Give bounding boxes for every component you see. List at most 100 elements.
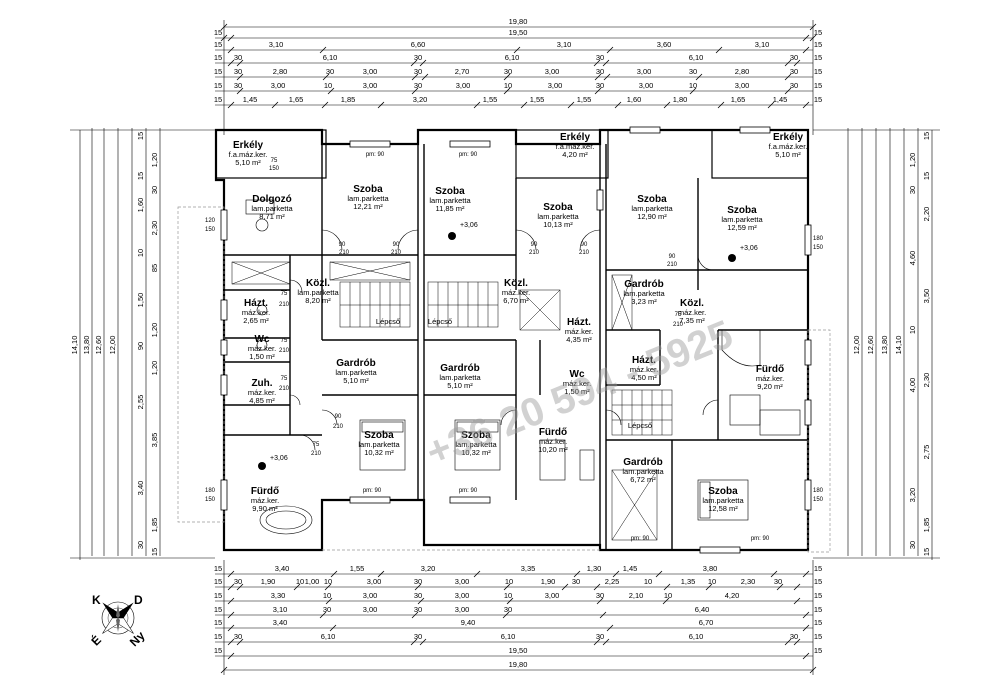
room-name: Szoba xyxy=(364,430,394,441)
room-area: 12,21 m² xyxy=(353,202,383,211)
room-area: 5,10 m² xyxy=(775,150,801,159)
dimension-label: 10 xyxy=(296,577,304,586)
dimension-label: 15 xyxy=(814,53,822,62)
svg-text:150: 150 xyxy=(269,166,280,172)
compass-e-label: É xyxy=(88,632,104,648)
room-floor: lam.parketta xyxy=(702,496,744,505)
dimension-label: 30 xyxy=(774,577,782,586)
dimension-label: 6,10 xyxy=(505,53,520,62)
dimension-label: 3,35 xyxy=(521,564,536,573)
dimension-label: 30 xyxy=(234,577,242,586)
svg-text:90: 90 xyxy=(531,242,538,248)
room-label-zuh: Zuh.máz.ker.4,85 m² xyxy=(248,378,276,405)
dimension-label: 10 xyxy=(644,577,652,586)
compass-rose: K D É Ny xyxy=(88,593,148,649)
room-floor: f.a.máz.ker. xyxy=(556,142,595,151)
room-label-lepcso-2: Lépcső xyxy=(428,317,452,326)
room-floor: máz.ker. xyxy=(248,388,276,397)
room-name: Szoba xyxy=(543,202,573,213)
dimension-label: 30 xyxy=(136,541,145,549)
dimension-label: 15 xyxy=(214,618,222,627)
dimension-label: 1,00 xyxy=(305,577,320,586)
room-name: Szoba xyxy=(435,186,465,197)
dimension-label: 3,00 xyxy=(271,81,286,90)
room-floor: lam.parketta xyxy=(622,467,664,476)
terrace-outline xyxy=(177,206,831,553)
dimension-label: 19,50 xyxy=(509,646,528,655)
dimension-label: 13,80 xyxy=(82,336,91,355)
dimension-label: 10 xyxy=(324,577,332,586)
top-dimension-chains xyxy=(215,20,814,135)
dimension-label: 6,10 xyxy=(323,53,338,62)
svg-text:210: 210 xyxy=(333,424,344,430)
dimension-label: 1,65 xyxy=(289,95,304,104)
room-name: Közl. xyxy=(680,298,704,309)
dimension-label: 3,00 xyxy=(545,591,560,600)
room-label-lepcso-1: Lépcső xyxy=(376,317,400,326)
dimension-label: 1,65 xyxy=(731,95,746,104)
dimension-label: 15 xyxy=(814,646,822,655)
dimension-label: 15 xyxy=(214,564,222,573)
room-floor: máz.ker. xyxy=(502,288,530,297)
room-name: Gardrób xyxy=(624,279,663,290)
dimension-label: 30 xyxy=(234,632,242,641)
svg-text:210: 210 xyxy=(579,250,590,256)
dimension-label: 6,10 xyxy=(321,632,336,641)
room-floor: máz.ker. xyxy=(563,379,591,388)
dimension-label: 30 xyxy=(596,53,604,62)
dimension-label: 15 xyxy=(922,132,931,140)
room-name: Lépcső xyxy=(428,317,452,326)
dimension-label: 15 xyxy=(814,67,822,76)
room-name: Erkély xyxy=(773,132,803,143)
dimension-label: 30 xyxy=(234,53,242,62)
room-floor: máz.ker. xyxy=(565,327,593,336)
dimension-label: 1,45 xyxy=(773,95,788,104)
dimension-label: 3,40 xyxy=(136,481,145,496)
room-label-kozl-2: Közl.máz.ker.6,70 m² xyxy=(502,278,530,305)
room-area: 11,85 m² xyxy=(435,204,465,213)
dimension-label: 3,85 xyxy=(150,433,159,448)
dimension-label: 3,50 xyxy=(922,289,931,304)
room-area: 4,85 m² xyxy=(249,396,275,405)
top-dimension-ticks xyxy=(220,23,817,109)
dimension-label: 30 xyxy=(790,632,798,641)
dimension-label: 2,80 xyxy=(273,67,288,76)
room-name: Fürdő xyxy=(251,486,279,497)
dimension-label: 1,90 xyxy=(261,577,276,586)
dimension-label: 15 xyxy=(136,132,145,140)
svg-text:75: 75 xyxy=(281,376,288,382)
dimension-label: 12,00 xyxy=(852,336,861,355)
svg-text:pm: 90: pm: 90 xyxy=(631,536,650,542)
dimension-label: 2,30 xyxy=(150,221,159,236)
stairs xyxy=(339,281,673,436)
room-area: 8,20 m² xyxy=(305,296,331,305)
dimension-label: 1,20 xyxy=(150,153,159,168)
room-area: 4,50 m² xyxy=(631,373,657,382)
dimension-label: 3,30 xyxy=(271,591,286,600)
room-area: 9,90 m² xyxy=(252,504,278,513)
room-label-hazt-1: Házt.máz.ker.2,65 m² xyxy=(242,298,270,325)
svg-text:pm: 90: pm: 90 xyxy=(751,536,770,542)
dimension-label: 2,20 xyxy=(922,207,931,222)
dimension-label: 3,20 xyxy=(908,488,917,503)
dimension-label: 1,20 xyxy=(908,153,917,168)
room-floor: lam.parketta xyxy=(439,373,481,382)
dimension-label: 15 xyxy=(214,577,222,586)
svg-text:210: 210 xyxy=(391,250,402,256)
dimension-label: 1,85 xyxy=(922,518,931,533)
room-name: Gardrób xyxy=(623,457,662,468)
level-marker-2: +3,06 xyxy=(728,245,758,262)
dimension-label: 3,60 xyxy=(657,40,672,49)
dimension-label: 3,40 xyxy=(275,564,290,573)
compass-d-label: D xyxy=(134,593,143,607)
dimension-label: 30 xyxy=(234,67,242,76)
dimension-label: 1,35 xyxy=(681,577,696,586)
dimension-label: 30 xyxy=(596,81,604,90)
